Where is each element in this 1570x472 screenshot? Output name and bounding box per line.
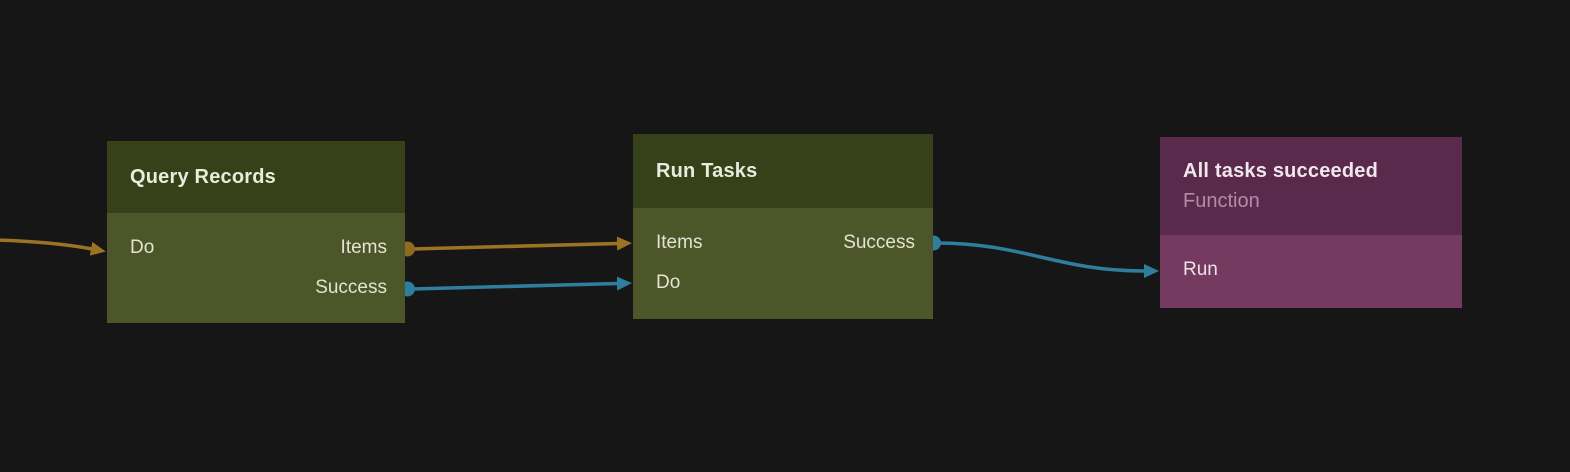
node-body: Run <box>1160 235 1462 308</box>
port-row: Run <box>1160 250 1462 290</box>
node-query-records[interactable]: Query Records Do Items Success <box>107 141 405 323</box>
node-title: All tasks succeeded <box>1183 159 1379 182</box>
output-port-items[interactable]: Items <box>340 237 387 258</box>
edge-items-to-items[interactable] <box>410 236 632 251</box>
port-row: Do <box>633 263 933 303</box>
port-row: Success <box>107 268 405 308</box>
node-header: All tasks succeeded Function <box>1160 137 1462 235</box>
input-port-run[interactable]: Run <box>1183 259 1218 280</box>
node-all-tasks-succeeded[interactable]: All tasks succeeded Function Run <box>1160 137 1462 308</box>
node-body: Do Items Success <box>107 213 405 323</box>
output-port-success[interactable]: Success <box>843 232 915 253</box>
node-title: Run Tasks <box>656 159 758 182</box>
edge-success-to-run[interactable] <box>934 241 1159 278</box>
output-port-success[interactable]: Success <box>315 277 387 298</box>
input-port-items[interactable]: Items <box>656 232 703 253</box>
node-header: Run Tasks <box>633 134 933 208</box>
input-port-do[interactable]: Do <box>130 237 155 258</box>
node-subtitle: Function <box>1183 189 1260 212</box>
node-body: Items Success Do <box>633 208 933 319</box>
node-header: Query Records <box>107 141 405 213</box>
node-title: Query Records <box>130 165 276 188</box>
node-run-tasks[interactable]: Run Tasks Items Success Do <box>633 134 933 319</box>
edge-success-to-do[interactable] <box>410 276 632 291</box>
port-row: Do Items <box>107 228 405 268</box>
input-port-do[interactable]: Do <box>656 272 681 293</box>
port-row: Items Success <box>633 223 933 263</box>
edge-incoming-to-query-do[interactable] <box>0 238 106 256</box>
